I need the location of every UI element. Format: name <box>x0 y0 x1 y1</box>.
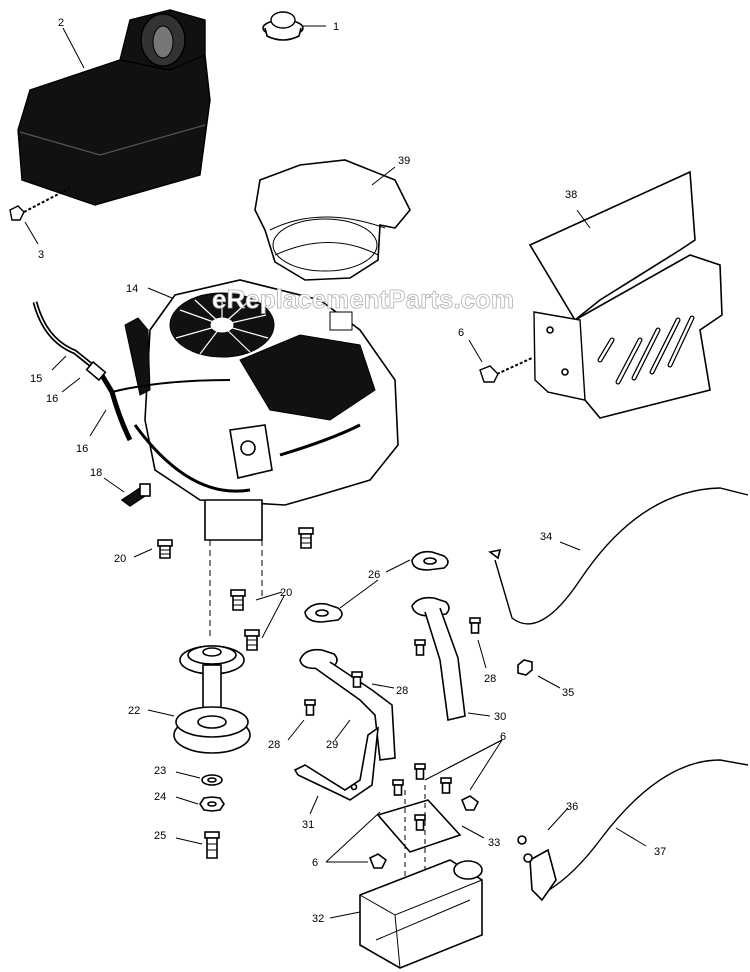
callout-16-upper: 16 <box>46 393 58 405</box>
cable-nut <box>517 659 561 689</box>
callout-31: 31 <box>302 819 314 831</box>
callout-14: 14 <box>126 283 138 295</box>
fuel-fitting <box>103 477 151 507</box>
fuel-line <box>32 301 231 442</box>
throttle-cable <box>488 487 749 625</box>
callout-34: 34 <box>540 531 552 543</box>
callout-20-left: 20 <box>114 553 126 565</box>
bolt-leaders <box>325 739 503 863</box>
pipe-bolts <box>287 617 487 741</box>
callout-18: 18 <box>90 467 102 479</box>
callout-33: 33 <box>488 837 500 849</box>
callout-25: 25 <box>154 830 166 842</box>
choke-cable <box>517 759 749 902</box>
callout-16-lower: 16 <box>76 443 88 455</box>
callout-23: 23 <box>154 765 166 777</box>
callout-6-left: 6 <box>312 857 318 869</box>
callout-36: 36 <box>566 801 578 813</box>
engine <box>124 279 399 640</box>
callout-37: 37 <box>654 846 666 858</box>
callout-28-right: 28 <box>484 673 496 685</box>
heat-shield <box>528 170 723 419</box>
shield-bolt <box>468 339 533 383</box>
callout-39: 39 <box>398 155 410 167</box>
exhaust-pipes <box>299 596 491 761</box>
callout-28-left: 28 <box>268 739 280 751</box>
callout-32: 32 <box>312 913 324 925</box>
callout-35: 35 <box>562 687 574 699</box>
callout-24: 24 <box>154 791 166 803</box>
callout-1: 1 <box>333 21 339 33</box>
callout-6-right: 6 <box>458 327 464 339</box>
muffler <box>329 859 483 969</box>
callout-38: 38 <box>565 189 577 201</box>
callout-22: 22 <box>128 705 140 717</box>
exhaust-gaskets <box>304 550 449 623</box>
callout-28-center: 28 <box>396 685 408 697</box>
callout-29: 29 <box>326 739 338 751</box>
callout-3: 3 <box>38 249 44 261</box>
watermark-text: eReplacementParts.com <box>212 284 514 314</box>
muffler-plate <box>368 763 485 900</box>
washer-and-bolt <box>175 771 225 859</box>
callout-26: 26 <box>368 569 380 581</box>
fuel-cap <box>262 11 326 41</box>
callout-6-center: 6 <box>500 731 506 743</box>
muffler-bracket <box>293 726 379 815</box>
callout-20-right: 20 <box>280 587 292 599</box>
callout-2: 2 <box>58 17 64 29</box>
engine-shroud <box>254 159 411 281</box>
tank-screw <box>9 187 71 245</box>
engine-bolts <box>133 527 314 651</box>
engine-pulley <box>147 645 251 754</box>
callout-30: 30 <box>494 711 506 723</box>
fuel-tank <box>17 9 211 206</box>
callout-15: 15 <box>30 373 42 385</box>
